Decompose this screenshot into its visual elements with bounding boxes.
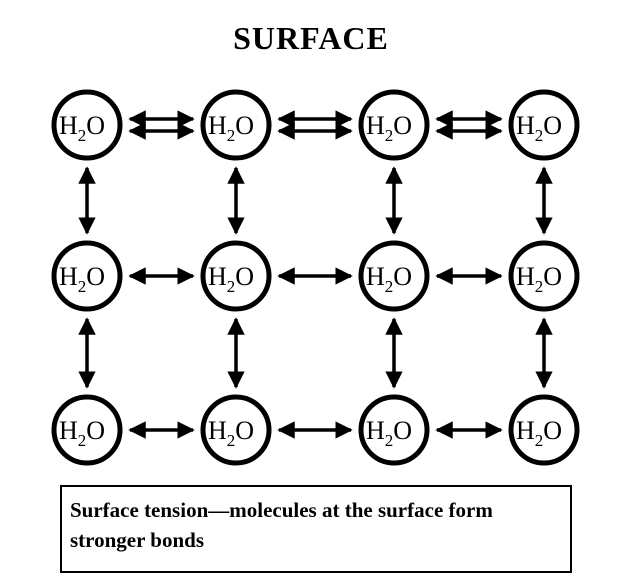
molecule-label: H2O xyxy=(366,416,412,450)
water-molecule: H2O xyxy=(508,89,580,161)
molecule-circle xyxy=(200,240,272,312)
water-molecule: H2O xyxy=(51,240,123,312)
molecule-circle xyxy=(358,394,430,466)
water-molecule: H2O xyxy=(51,394,123,466)
water-molecule: H2O xyxy=(358,89,430,161)
molecule-label: H2O xyxy=(208,416,254,450)
molecule-circle xyxy=(51,89,123,161)
molecule-label: H2O xyxy=(59,111,105,145)
molecule-circle xyxy=(51,240,123,312)
molecule-label: H2O xyxy=(516,416,562,450)
molecule-circle xyxy=(508,240,580,312)
water-molecule: H2O xyxy=(508,240,580,312)
caption-box: Surface tension—molecules at the surface… xyxy=(60,485,572,573)
water-molecule: H2O xyxy=(51,89,123,161)
water-molecule: H2O xyxy=(358,394,430,466)
water-molecule: H2O xyxy=(200,89,272,161)
molecule-label: H2O xyxy=(516,111,562,145)
water-molecule: H2O xyxy=(200,394,272,466)
molecule-circle xyxy=(508,89,580,161)
molecule-label: H2O xyxy=(366,262,412,296)
molecule-label: H2O xyxy=(516,262,562,296)
molecule-circle xyxy=(508,394,580,466)
water-molecule: H2O xyxy=(200,240,272,312)
molecule-label: H2O xyxy=(59,416,105,450)
diagram-title: SURFACE xyxy=(233,20,389,56)
molecule-label: H2O xyxy=(59,262,105,296)
molecule-circle xyxy=(358,240,430,312)
molecule-label: H2O xyxy=(208,111,254,145)
molecule-label: H2O xyxy=(366,111,412,145)
water-molecule: H2O xyxy=(508,394,580,466)
water-molecule: H2O xyxy=(358,240,430,312)
molecule-label: H2O xyxy=(208,262,254,296)
molecule-circle xyxy=(358,89,430,161)
molecule-circle xyxy=(200,394,272,466)
molecule-circle xyxy=(51,394,123,466)
molecule-circle xyxy=(200,89,272,161)
